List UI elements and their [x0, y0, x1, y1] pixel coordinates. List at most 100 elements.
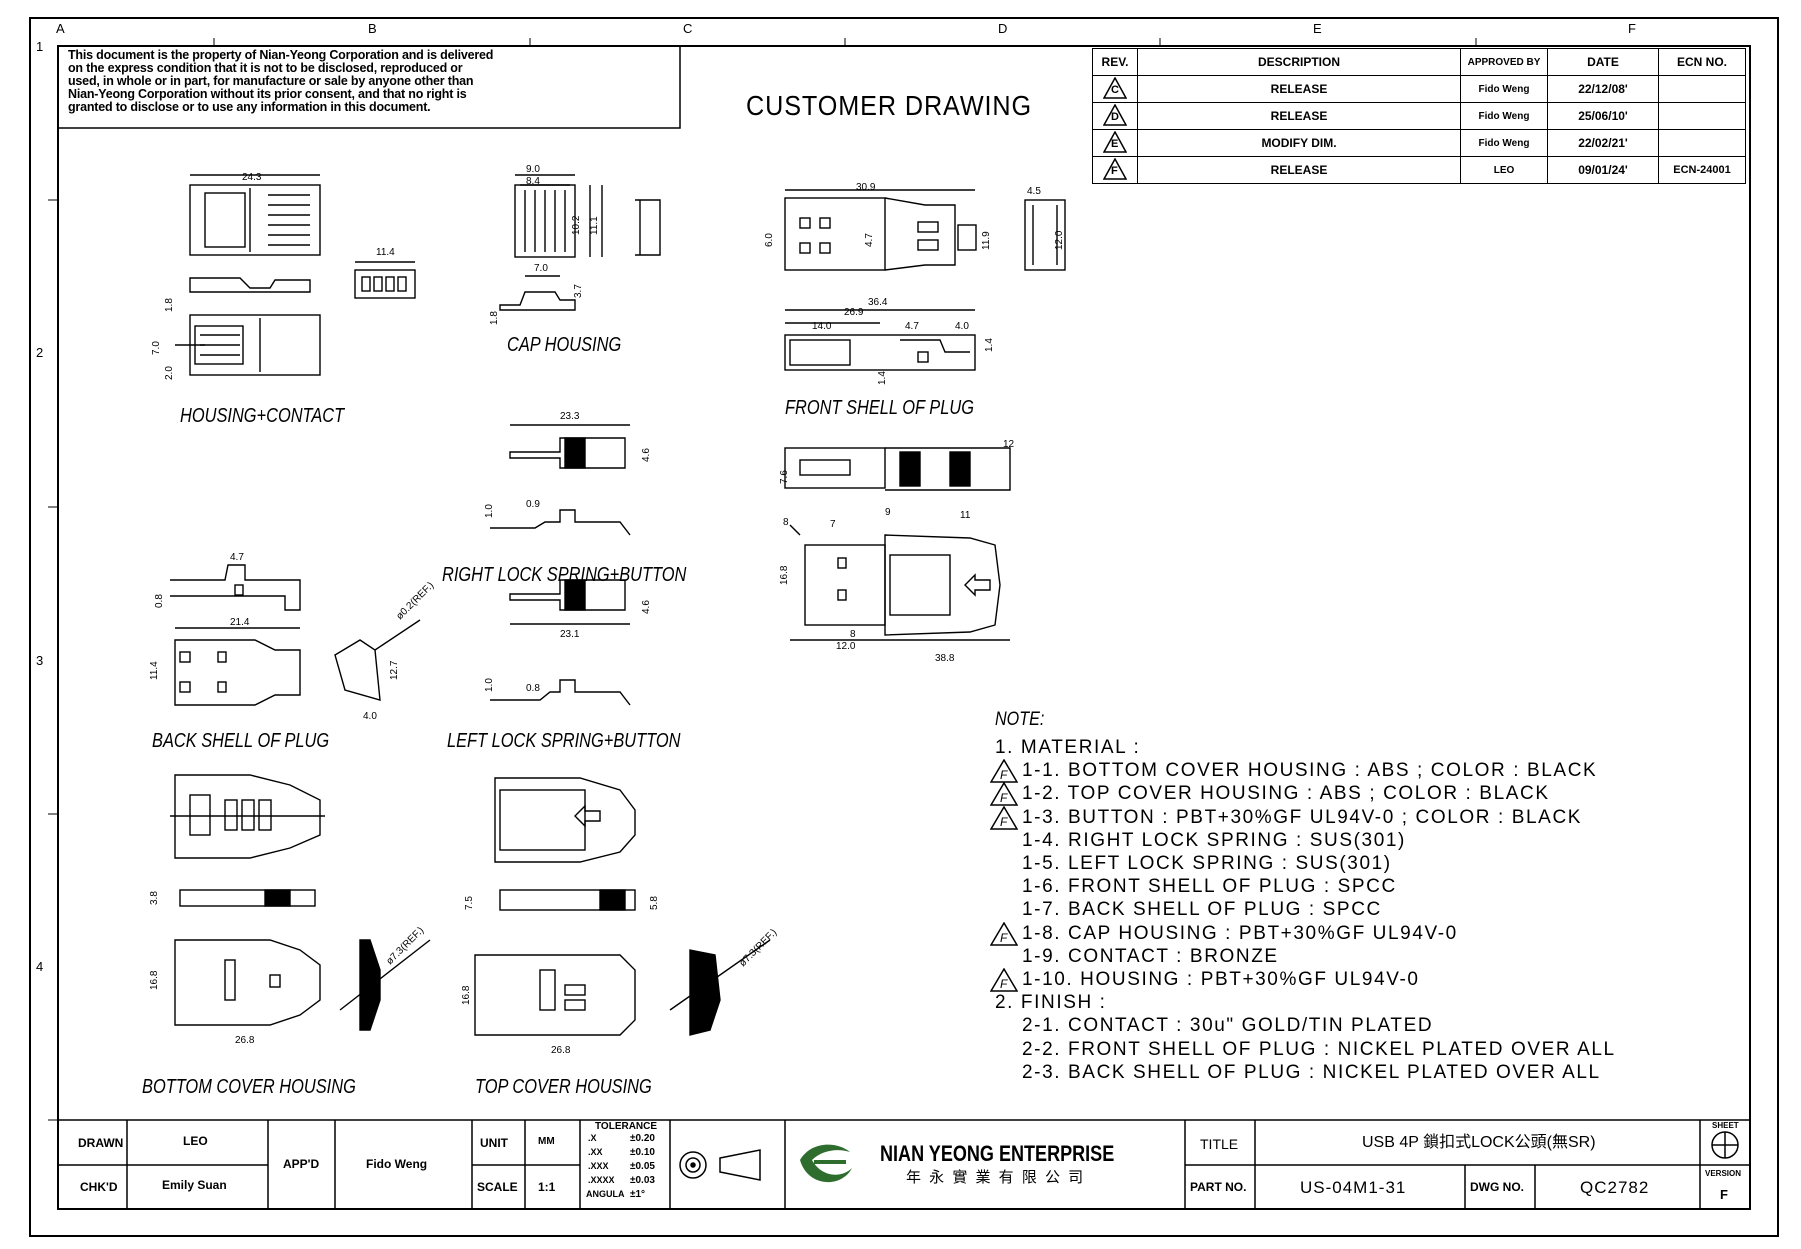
dimension-label: 7.0 — [534, 263, 548, 274]
description-cell: RELEASE — [1137, 75, 1461, 103]
scale-value: 1:1 — [538, 1180, 556, 1194]
note-item: 1-7. BACK SHELL OF PLUG : SPCC — [1022, 899, 1382, 921]
approved-cell: LEO — [1460, 156, 1548, 184]
dimension-label: 4.7 — [230, 552, 244, 563]
view-label-housing-contact: HOUSING+CONTACT — [180, 405, 345, 427]
revision-row: F RELEASE LEO 09/01/24' ECN-24001 — [1092, 156, 1746, 184]
rev-cell: E — [1092, 129, 1138, 157]
dimension-label: 0.8 — [526, 683, 540, 694]
description-header: DESCRIPTION — [1137, 48, 1461, 76]
dimension-label: 16.8 — [779, 565, 790, 585]
version-value: F — [1720, 1187, 1728, 1202]
revision-triangle-icon: D — [1103, 103, 1127, 126]
zone-col-f: F — [1628, 21, 1636, 36]
dimension-label: 12.0 — [836, 641, 856, 652]
dimension-label: 16.8 — [461, 985, 472, 1005]
approved-header: APPROVED BY — [1460, 48, 1548, 76]
dimension-label: 12.7 — [389, 660, 400, 680]
dimension-label: 21.4 — [230, 617, 250, 628]
dimension-label: 26.9 — [844, 307, 864, 318]
note-item: 1-9. CONTACT : BRONZE — [1022, 945, 1279, 967]
dimension-label: 11.4 — [149, 661, 160, 680]
drawing-title-value: USB 4P 鎖扣式LOCK公頭(無SR) — [1362, 1134, 1596, 1151]
revision-row: E MODIFY DIM. Fido Weng 22/02/21' — [1092, 129, 1746, 157]
view-label-cap-housing: CAP HOUSING — [507, 334, 622, 356]
dimension-label: 12.0 — [1054, 230, 1065, 250]
revision-flag-icon: F — [990, 782, 1018, 807]
dimension-label: 1.8 — [489, 311, 500, 325]
zone-row-1: 1 — [36, 39, 44, 54]
dimension-label: 4.7 — [905, 321, 919, 332]
tolerance-label: TOLERANCE — [595, 1121, 658, 1132]
svg-text:F: F — [1000, 768, 1008, 782]
disclaimer-line: Nian-Yeong Corporation without its prior… — [68, 87, 467, 101]
date-header: DATE — [1547, 48, 1659, 76]
revision-triangle-icon: C — [1103, 76, 1127, 99]
balloon-label: 7 — [830, 519, 836, 530]
zone-col-b: B — [368, 21, 377, 36]
balloon-label: 8 — [850, 629, 856, 640]
view-label-left-lock: LEFT LOCK SPRING+BUTTON — [447, 730, 681, 752]
revision-triangle-icon: E — [1103, 130, 1127, 153]
date-cell: 09/01/24' — [1547, 156, 1659, 184]
sheet-label: SHEET — [1712, 1121, 1739, 1130]
svg-text:F: F — [1000, 815, 1008, 829]
company-name-chinese: 年 永 實 業 有 限 公 司 — [906, 1169, 1086, 1186]
dimension-label: 26.8 — [235, 1035, 255, 1046]
dimension-label: 4.0 — [955, 321, 969, 332]
revision-flag-icon: F — [990, 805, 1018, 830]
zone-row-2: 2 — [36, 345, 44, 360]
zone-row-4: 4 — [36, 959, 44, 974]
back-shell-views — [170, 564, 421, 706]
view-label-bottom-cover: BOTTOM COVER HOUSING — [142, 1076, 356, 1098]
revision-row: D RELEASE Fido Weng 25/06/10' — [1092, 102, 1746, 130]
revision-header-row: REV. DESCRIPTION APPROVED BY DATE ECN NO… — [1092, 48, 1746, 76]
description-cell: RELEASE — [1137, 156, 1461, 184]
svg-text:F: F — [1000, 977, 1008, 991]
dimension-label: 7.0 — [151, 341, 162, 355]
disclaimer-line: granted to disclose or to use any inform… — [68, 100, 431, 114]
dimension-label: 5.8 — [649, 896, 660, 910]
zone-col-a: A — [56, 21, 65, 36]
dimension-label: 30.9 — [856, 182, 876, 193]
dimension-label: 7.5 — [464, 896, 475, 910]
dimension-label: 24.3 — [242, 172, 262, 183]
housing-contact-views — [175, 174, 416, 376]
dimension-label: 4.0 — [363, 711, 377, 722]
tolerance-value: ±0.20 — [630, 1133, 655, 1144]
tolerance-key: .X — [588, 1133, 597, 1143]
zone-col-e: E — [1313, 21, 1322, 36]
note-item: 1-3. BUTTON : PBT+30%GF UL94V-0 ; COLOR … — [1022, 806, 1583, 828]
dimension-label: 9.0 — [526, 164, 540, 175]
dimension-label: 1.0 — [484, 678, 495, 692]
view-label-front-shell: FRONT SHELL OF PLUG — [785, 397, 974, 419]
balloon-label: 12 — [1003, 439, 1015, 450]
description-cell: RELEASE — [1137, 102, 1461, 130]
view-label-right-lock: RIGHT LOCK SPRING+BUTTON — [442, 564, 687, 586]
version-label: VERSION — [1705, 1169, 1742, 1178]
tolerance-key: ANGULA — [586, 1189, 625, 1199]
dimension-label: 0.9 — [526, 499, 540, 510]
unit-value: MM — [538, 1136, 555, 1147]
date-cell: 22/02/21' — [1547, 129, 1659, 157]
part-number-label: PART NO. — [1190, 1180, 1247, 1194]
dimension-label: 1.4 — [984, 338, 995, 352]
dimension-label: 3.7 — [573, 284, 584, 298]
note-item: 1-5. LEFT LOCK SPRING : SUS(301) — [1022, 853, 1392, 874]
dimension-label: 4.5 — [1027, 186, 1041, 197]
dimension-label: 11.1 — [589, 216, 600, 235]
tolerance-value: ±0.03 — [630, 1175, 655, 1186]
disclaimer-line: on the express condition that it is not … — [68, 61, 463, 75]
rev-cell: C — [1092, 75, 1138, 103]
date-cell: 22/12/08' — [1547, 75, 1659, 103]
drawing-number-label: DWG NO. — [1470, 1180, 1524, 1194]
dimension-label: 23.1 — [560, 629, 580, 640]
dimension-label: 11.4 — [376, 247, 395, 258]
ecn-cell — [1658, 75, 1746, 103]
title-label: TITLE — [1200, 1136, 1239, 1152]
revision-row: C RELEASE Fido Weng 22/12/08' — [1092, 75, 1746, 103]
dimension-label: 2.0 — [164, 366, 175, 380]
lock-spring-views — [490, 424, 631, 706]
